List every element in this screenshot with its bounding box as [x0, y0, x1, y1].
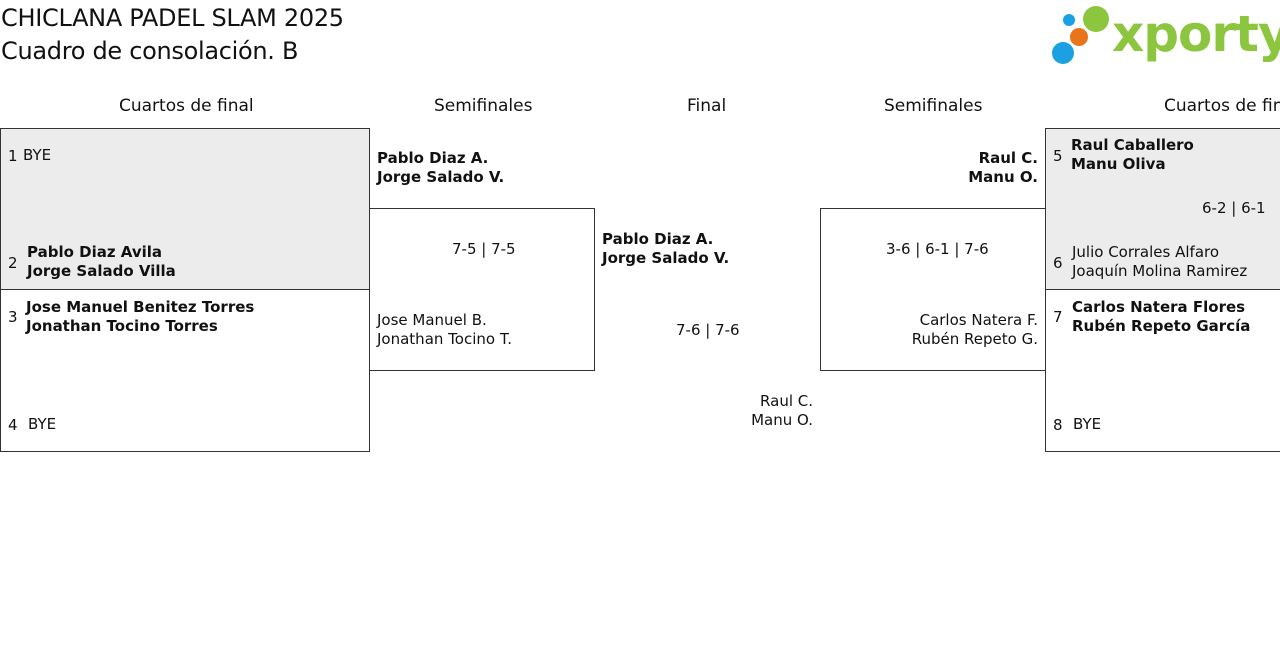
- team-player-2: Manu Oliva: [1071, 155, 1166, 173]
- team-player-1: BYE: [23, 146, 52, 164]
- logo-blue-dot: [1052, 42, 1074, 64]
- team-slot: BYE: [1073, 415, 1101, 434]
- seed-number: 3: [8, 308, 18, 326]
- bracket-subtitle: Cuadro de consolación. B: [1, 37, 299, 65]
- left-sf-match: [369, 208, 595, 371]
- logo-orange-dot: [1070, 28, 1088, 46]
- right-qf-match-2: [1045, 289, 1280, 452]
- xporty-logo: xporty: [1050, 4, 1280, 68]
- team-player-1: Jose Manuel Benitez Torres: [26, 298, 255, 316]
- team-player-1: Carlos Natera Flores: [1072, 298, 1246, 316]
- logo-text: xporty: [1112, 5, 1280, 63]
- team-slot: BYE: [28, 415, 56, 434]
- round-header-final: Final: [687, 96, 727, 116]
- round-header-right-sf: Semifinales: [884, 96, 983, 116]
- seed-number: 6: [1053, 254, 1063, 272]
- final-bottom-team: Raul C. Manu O.: [751, 392, 813, 430]
- seed-number: 8: [1053, 416, 1063, 434]
- team-player-2: Jonathan Tocino Torres: [26, 317, 218, 335]
- final-top-team: Pablo Diaz A. Jorge Salado V.: [602, 230, 729, 268]
- right-sf-top-team: Raul C. Manu O.: [968, 149, 1038, 187]
- team-player-2: Jorge Salado Villa: [27, 262, 176, 280]
- logo-small-blue-dot: [1063, 14, 1075, 26]
- team-player-1: Raul C.: [760, 392, 813, 410]
- team-player-2: Joaquín Molina Ramirez: [1072, 262, 1248, 280]
- right-sf-bottom-team: Carlos Natera F. Rubén Repeto G.: [912, 311, 1038, 349]
- right-qf-match-1: [1045, 128, 1280, 290]
- team-player-1: Pablo Diaz A.: [602, 230, 714, 248]
- team-slot: Raul Caballero Manu Oliva: [1071, 136, 1194, 174]
- team-player-1: Pablo Diaz A.: [377, 149, 489, 167]
- team-slot: Julio Corrales Alfaro Joaquín Molina Ram…: [1072, 243, 1247, 281]
- seed-number: 5: [1053, 147, 1063, 165]
- team-player-2: Manu O.: [751, 411, 813, 429]
- left-qf-match-1: [0, 128, 370, 290]
- seed-number: 4: [8, 416, 18, 434]
- seed-number: 2: [8, 254, 18, 272]
- team-slot: Carlos Natera Flores Rubén Repeto García: [1072, 298, 1250, 336]
- team-player-1: Jose Manuel B.: [377, 311, 487, 329]
- team-player-1: Julio Corrales Alfaro: [1072, 243, 1220, 261]
- team-player-1: BYE: [28, 415, 57, 433]
- final-score: 7-6 | 7-6: [676, 321, 740, 339]
- team-player-1: Raul C.: [978, 149, 1038, 167]
- right-sf-score: 3-6 | 6-1 | 7-6: [886, 240, 989, 258]
- team-player-2: Rubén Repeto G.: [911, 330, 1038, 348]
- team-player-1: BYE: [1073, 415, 1102, 433]
- right-qf-score: 6-2 | 6-1: [1202, 199, 1266, 217]
- left-sf-score: 7-5 | 7-5: [452, 240, 516, 258]
- left-sf-bottom-team: Jose Manuel B. Jonathan Tocino T.: [377, 311, 512, 349]
- team-player-1: Pablo Diaz Avila: [27, 243, 163, 261]
- logo-green-dot: [1083, 6, 1109, 32]
- tournament-title: CHICLANA PADEL SLAM 2025: [1, 4, 344, 32]
- team-player-2: Jonathan Tocino T.: [377, 330, 512, 348]
- team-slot: Pablo Diaz Avila Jorge Salado Villa: [27, 243, 176, 281]
- seed-number: 1: [8, 147, 18, 165]
- team-slot: Jose Manuel Benitez Torres Jonathan Toci…: [26, 298, 254, 336]
- team-player-2: Manu O.: [968, 168, 1038, 186]
- round-header-left-qf: Cuartos de final: [119, 96, 254, 116]
- team-player-2: Jorge Salado V.: [602, 249, 730, 267]
- team-player-2: Rubén Repeto García: [1072, 317, 1251, 335]
- round-header-left-sf: Semifinales: [434, 96, 533, 116]
- team-player-2: Jorge Salado V.: [377, 168, 505, 186]
- seed-number: 7: [1053, 308, 1063, 326]
- left-sf-top-team: Pablo Diaz A. Jorge Salado V.: [377, 149, 504, 187]
- team-player-1: Carlos Natera F.: [919, 311, 1038, 329]
- round-header-right-qf: Cuartos de final: [1164, 96, 1280, 116]
- team-slot: BYE: [23, 146, 51, 165]
- team-player-1: Raul Caballero: [1071, 136, 1194, 154]
